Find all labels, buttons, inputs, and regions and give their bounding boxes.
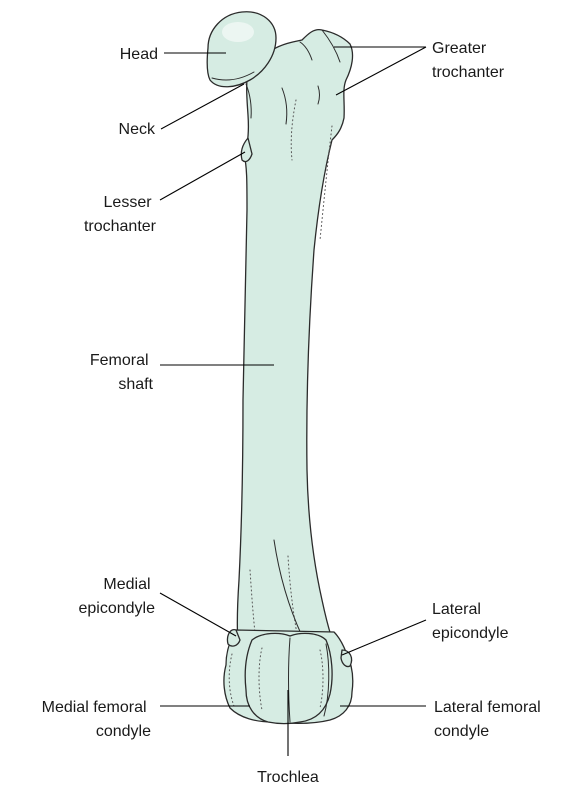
label-lesser-trochanter: Lesser trochanter [84,194,157,235]
label-medial-epicondyle-line1: Medial [103,576,150,593]
label-lateral-femoral-condyle-line2: condyle [434,723,489,740]
leader-neck [161,84,244,129]
label-femoral-shaft-line1: Femoral [90,352,149,369]
label-lateral-epicondyle: Lateral epicondyle [432,601,509,642]
label-lateral-femoral-condyle: Lateral femoral condyle [434,699,545,740]
label-greater-trochanter: Greater trochanter [432,40,505,81]
leader-lesser-trochanter [160,152,245,200]
label-medial-epicondyle-line2: epicondyle [79,600,156,617]
label-medial-femoral-condyle-line1: Medial femoral [42,699,147,716]
femoral-head-highlight [222,22,254,42]
label-trochlea: Trochlea [257,769,319,786]
label-medial-femoral-condyle: Medial femoral condyle [42,699,151,740]
femur-bone [207,12,353,724]
label-femoral-shaft-line2: shaft [118,376,153,393]
label-greater-trochanter-line2: trochanter [432,64,505,81]
label-neck: Neck [119,121,156,138]
label-lateral-femoral-condyle-line1: Lateral femoral [434,699,541,716]
label-greater-trochanter-line1: Greater [432,40,487,57]
label-head: Head [120,46,158,63]
femur-shaft-outline [237,30,352,658]
leader-lateral-epicondyle [342,620,426,655]
label-lesser-trochanter-line2: trochanter [84,218,157,235]
label-lateral-epicondyle-line1: Lateral [432,601,481,618]
label-lesser-trochanter-line1: Lesser [104,194,153,211]
label-femoral-shaft: Femoral shaft [90,352,154,393]
leader-medial-epicondyle [160,593,236,636]
label-medial-femoral-condyle-line2: condyle [96,723,151,740]
label-medial-epicondyle: Medial epicondyle [79,576,156,617]
label-lateral-epicondyle-line2: epicondyle [432,625,509,642]
